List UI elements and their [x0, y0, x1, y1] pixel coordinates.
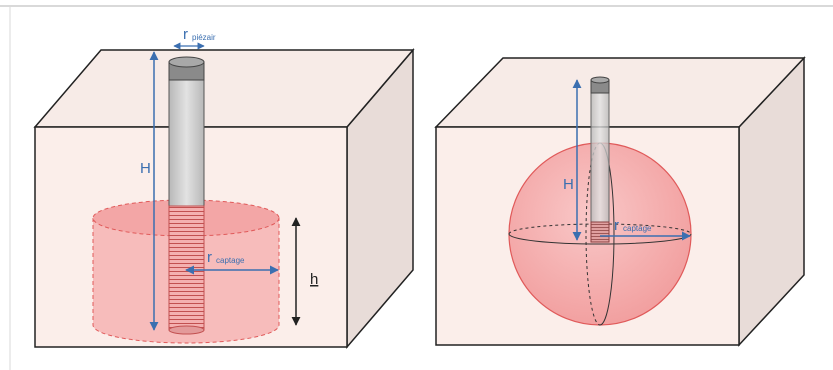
right-figure: H r captage — [434, 56, 806, 347]
h-label: h — [310, 271, 318, 288]
screened-section — [168, 205, 205, 331]
r-captage-subscript: captage — [216, 256, 245, 265]
r-captage-symbol: r — [207, 249, 212, 266]
piezometer-tube — [168, 56, 205, 335]
H-label-right: H — [563, 176, 574, 193]
r-captage-symbol-right: r — [614, 217, 619, 234]
screened-section-small — [590, 221, 610, 243]
right-box-top — [434, 57, 806, 128]
piezometer-tube-small — [590, 76, 610, 243]
r-piezair-symbol: r — [183, 26, 188, 43]
r-piezair-subscript: piézair — [192, 33, 216, 42]
H-label: H — [140, 160, 151, 177]
left-figure: H r piézair r captage h — [33, 26, 415, 350]
r-captage-subscript-right: captage — [623, 224, 652, 233]
left-box-top — [33, 49, 415, 128]
